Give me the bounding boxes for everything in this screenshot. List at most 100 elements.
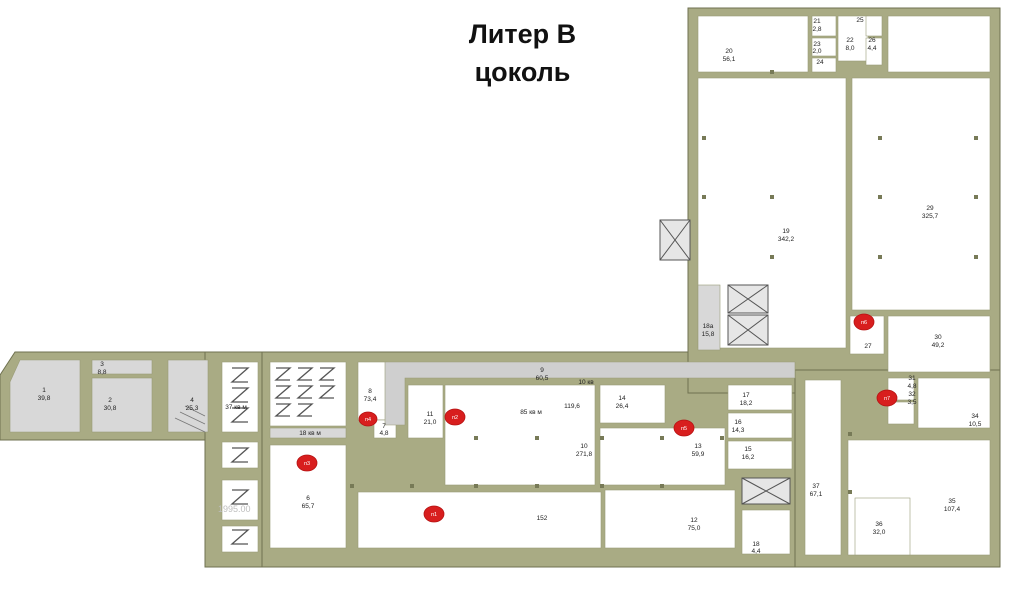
room-16-area: 14,3 bbox=[732, 427, 745, 434]
room-18 bbox=[741, 509, 791, 555]
note-10: 10 кв bbox=[578, 379, 594, 386]
room-22 bbox=[837, 15, 869, 62]
room-20 bbox=[697, 15, 809, 73]
room-15-num: 15 bbox=[744, 446, 752, 453]
room-13-area: 59,9 bbox=[692, 451, 705, 458]
room-1-num: 1 bbox=[42, 387, 46, 394]
svg-text:п3: п3 bbox=[304, 461, 310, 467]
room-18-area: 4,4 bbox=[751, 548, 760, 555]
svg-text:п1: п1 bbox=[431, 512, 437, 518]
corridor-18sqm bbox=[269, 427, 347, 439]
markers: п1 п2 п3 п4 п5 п6 п7 bbox=[296, 313, 898, 523]
room-30-num: 30 bbox=[934, 334, 942, 341]
room-3-area: 8,8 bbox=[97, 369, 106, 376]
room-19 bbox=[697, 77, 847, 349]
room-14 bbox=[599, 384, 666, 424]
room-labels: 1 39,8 2 30,8 3 8,8 4 25,3 6 65,7 7 4,8 … bbox=[38, 17, 982, 555]
stair-symbols bbox=[230, 367, 336, 545]
lift-x-symbols bbox=[659, 219, 791, 505]
room-10 bbox=[444, 384, 596, 486]
room-25 bbox=[865, 15, 883, 37]
svg-text:п4: п4 bbox=[365, 417, 371, 423]
room-20-area: 56,1 bbox=[723, 56, 736, 63]
room-37 bbox=[804, 379, 842, 556]
room-26-area: 4,4 bbox=[867, 45, 876, 52]
room-16-num: 16 bbox=[734, 419, 742, 426]
room-2-num: 2 bbox=[108, 397, 112, 404]
room-36 bbox=[854, 497, 911, 556]
room-34-area: 10,5 bbox=[969, 421, 982, 428]
room-23-num: 23 bbox=[813, 41, 821, 48]
room-17 bbox=[727, 384, 793, 411]
marker-p6[interactable]: п6 bbox=[853, 313, 875, 331]
room-17-area: 18,2 bbox=[740, 400, 753, 407]
room-7-num: 7 bbox=[382, 423, 386, 430]
room-14-area: 26,4 bbox=[616, 403, 629, 410]
watermark: 1995.00 bbox=[218, 504, 251, 514]
note-152: 152 bbox=[537, 515, 548, 522]
corridor-9 bbox=[384, 361, 796, 426]
room-32 bbox=[887, 401, 915, 425]
room-34 bbox=[917, 377, 991, 429]
room-8-area: 73,4 bbox=[364, 396, 377, 403]
svg-text:п2: п2 bbox=[452, 415, 458, 421]
marker-p1[interactable]: п1 bbox=[423, 505, 445, 523]
room-24 bbox=[811, 57, 837, 73]
room-8 bbox=[357, 361, 387, 421]
note-37sqm: 37 кв м bbox=[225, 404, 247, 411]
room-29-num: 29 bbox=[926, 205, 934, 212]
room-11 bbox=[407, 384, 444, 439]
room-8-num: 8 bbox=[368, 388, 372, 395]
room-10-area: 271,8 bbox=[576, 451, 593, 458]
room-21-num: 21 bbox=[813, 18, 821, 25]
marker-p7[interactable]: п7 bbox=[876, 389, 898, 407]
room-21-area: 2,8 bbox=[812, 26, 821, 33]
room-22-area: 8,0 bbox=[845, 45, 854, 52]
room-4-area: 25,3 bbox=[186, 405, 199, 412]
room-15-area: 16,2 bbox=[742, 454, 755, 461]
room-6-area: 65,7 bbox=[302, 503, 315, 510]
room-11-area: 21,0 bbox=[424, 419, 437, 426]
room-14-num: 14 bbox=[618, 395, 626, 402]
room-4 bbox=[167, 359, 209, 433]
room-37-num: 37 bbox=[812, 483, 820, 490]
room-12-area: 75,0 bbox=[688, 525, 701, 532]
svg-text:п6: п6 bbox=[861, 320, 867, 326]
marker-p5[interactable]: п5 bbox=[673, 419, 695, 437]
stair-steps-4 bbox=[174, 405, 206, 433]
plan-title-line2: цоколь bbox=[474, 57, 571, 87]
room-35-area: 107,4 bbox=[944, 506, 961, 513]
room-10-num: 10 bbox=[580, 443, 588, 450]
room-2-area: 30,8 bbox=[104, 405, 117, 412]
note-18sqm: 18 кв м bbox=[299, 430, 321, 437]
columns bbox=[350, 70, 978, 494]
room-1 bbox=[9, 359, 81, 433]
marker-p4[interactable]: п4 bbox=[358, 411, 378, 427]
room-31-num: 31 bbox=[908, 375, 916, 382]
room-19-num: 19 bbox=[782, 228, 790, 235]
room-37sqm bbox=[269, 361, 347, 427]
room-32-area: 3,5 bbox=[907, 399, 916, 406]
marker-p2[interactable]: п2 bbox=[444, 408, 466, 426]
room-18-num: 18 bbox=[752, 541, 760, 548]
room-30-area: 49,2 bbox=[932, 342, 945, 349]
svg-text:п5: п5 bbox=[681, 426, 687, 432]
room-29-north bbox=[887, 15, 991, 73]
room-15 bbox=[727, 440, 793, 470]
room-31-area: 4,8 bbox=[907, 383, 916, 390]
svg-text:п7: п7 bbox=[884, 396, 890, 402]
note-85sqm: 85 кв м bbox=[520, 409, 542, 416]
room-20-num: 20 bbox=[725, 48, 733, 55]
room-21 bbox=[811, 15, 837, 37]
room-12 bbox=[604, 489, 736, 549]
room-37-area: 67,1 bbox=[810, 491, 823, 498]
room-30 bbox=[887, 315, 991, 373]
room-3-num: 3 bbox=[100, 361, 104, 368]
room-35-num: 35 bbox=[948, 498, 956, 505]
room-25-num: 25 bbox=[856, 17, 864, 24]
room-36-num: 36 bbox=[875, 521, 883, 528]
room-29 bbox=[851, 77, 991, 311]
marker-p3[interactable]: п3 bbox=[296, 454, 318, 472]
stair-shaft-west-top bbox=[221, 361, 259, 433]
